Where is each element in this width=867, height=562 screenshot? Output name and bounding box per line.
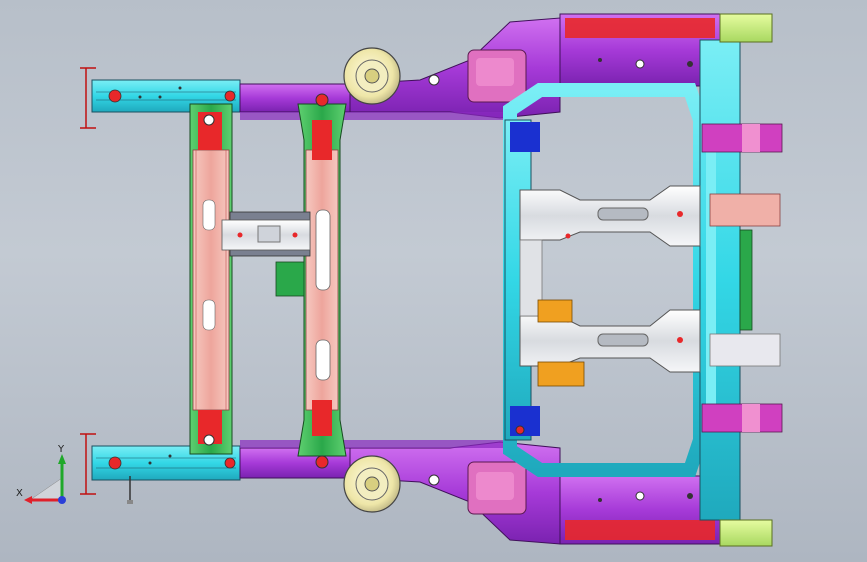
center-bracket[interactable] xyxy=(221,211,311,297)
mid-cross-member[interactable] xyxy=(297,93,347,469)
front-left-rail[interactable] xyxy=(80,67,241,129)
right-brackets[interactable] xyxy=(701,123,783,433)
axis-triad: Y X xyxy=(16,444,66,504)
y-axis-label: Y xyxy=(57,444,65,455)
x-axis-label: X xyxy=(16,488,23,499)
upper-silver-cross-member[interactable] xyxy=(519,185,701,247)
lower-silver-cross-member[interactable] xyxy=(519,309,701,373)
front-lime-tip[interactable] xyxy=(719,13,773,43)
silver-center-link[interactable] xyxy=(519,239,543,317)
front-spring-seat[interactable] xyxy=(343,47,401,105)
right-side-frame[interactable] xyxy=(503,39,753,521)
z-axis-dot xyxy=(58,496,66,504)
rear-left-rail[interactable] xyxy=(80,433,241,504)
front-cross-member[interactable] xyxy=(189,103,233,455)
orange-bracket[interactable] xyxy=(537,299,585,387)
rear-spring-seat[interactable] xyxy=(343,455,401,513)
rear-lime-tip[interactable] xyxy=(719,519,773,547)
fasteners xyxy=(428,58,693,502)
